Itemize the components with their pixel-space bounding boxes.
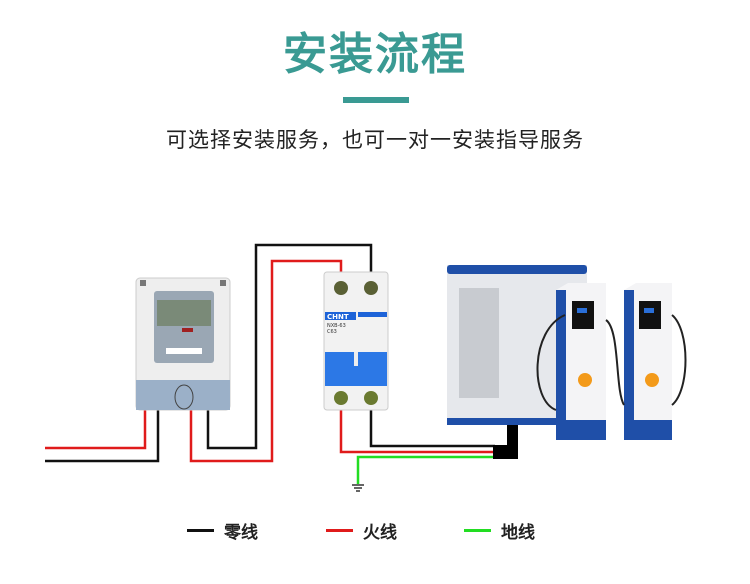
legend-label-ground: 地线 (501, 523, 535, 543)
neutral-wire-in (45, 410, 160, 463)
electric-meter (135, 277, 231, 411)
page-subtitle: 可选择安装服务，也可一对一安装指导服务 (166, 128, 584, 152)
circuit-breaker: CHNT NXB-63 C63 (323, 271, 389, 411)
live-wire-meter-breaker (189, 259, 343, 463)
legend-swatch-ground (464, 529, 491, 532)
breaker-rating: C63 (327, 329, 337, 335)
legend-swatch-neutral (187, 529, 214, 532)
ground-symbol (352, 484, 364, 492)
neutral-wire-out (369, 405, 495, 448)
legend-ground: 地线 (464, 518, 535, 543)
legend-label-live: 火线 (363, 523, 397, 543)
live-wire-out (339, 405, 495, 454)
charging-pile-2 (605, 283, 687, 440)
page-title: 安装流程 (283, 29, 467, 80)
legend-neutral: 零线 (187, 518, 258, 543)
breaker-model: NXB-63 (327, 323, 346, 329)
charging-pile-1 (536, 283, 606, 440)
legend-label-neutral: 零线 (224, 523, 258, 543)
live-wire-in (45, 410, 147, 450)
title-divider (343, 97, 409, 103)
ground-wire (356, 455, 495, 484)
legend-swatch-live (326, 529, 353, 532)
neutral-wire-meter-breaker (206, 243, 373, 450)
legend-live: 火线 (326, 518, 397, 543)
breaker-brand: CHNT (327, 313, 349, 321)
cable-conduit (507, 420, 518, 450)
